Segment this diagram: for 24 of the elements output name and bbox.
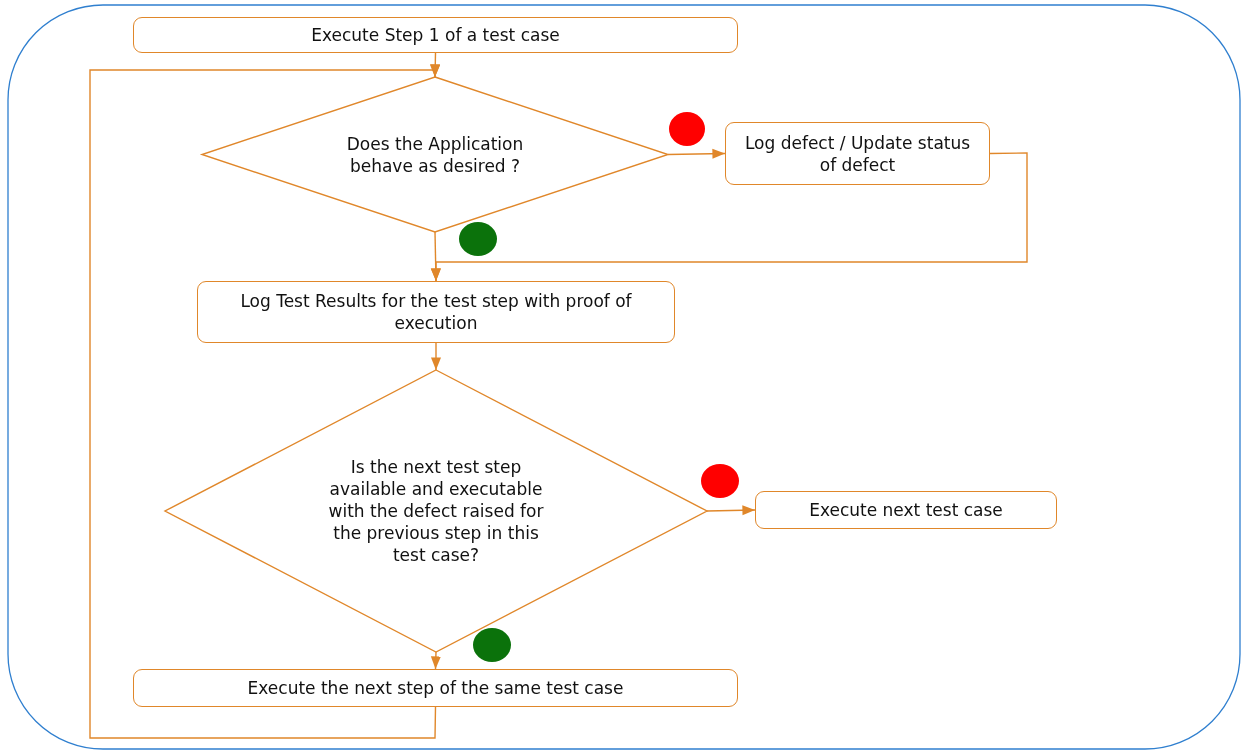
decision-text: Is the next test step available and executable with the defect raised for the previous step in this test case? [327,456,545,566]
arrow [706,505,756,516]
process-box [755,491,1057,529]
decision-diamond [165,370,707,652]
circle-marker [701,464,739,498]
arrow [430,152,1028,282]
decision-text: Does the Application behave as desired ? [345,132,525,177]
process-box [133,17,738,53]
box-text: Execute the next step of the same test case [247,677,624,699]
circle-marker [669,112,705,146]
process-box [197,281,675,343]
arrow [430,651,441,670]
arrow [430,342,442,371]
box-text: Execute next test case [809,499,1003,521]
circle-marker [459,222,497,256]
box-text: Log defect / Update status of defect [743,131,972,176]
box-text: Execute Step 1 of a test case [311,24,560,46]
process-box [133,669,738,707]
process-box [725,122,990,185]
decision-diamond [202,77,668,232]
circle-marker [473,628,511,662]
arrow [89,64,441,739]
box-text: Log Test Results for the test step with proof of execution [239,290,633,334]
arrow [667,148,726,159]
